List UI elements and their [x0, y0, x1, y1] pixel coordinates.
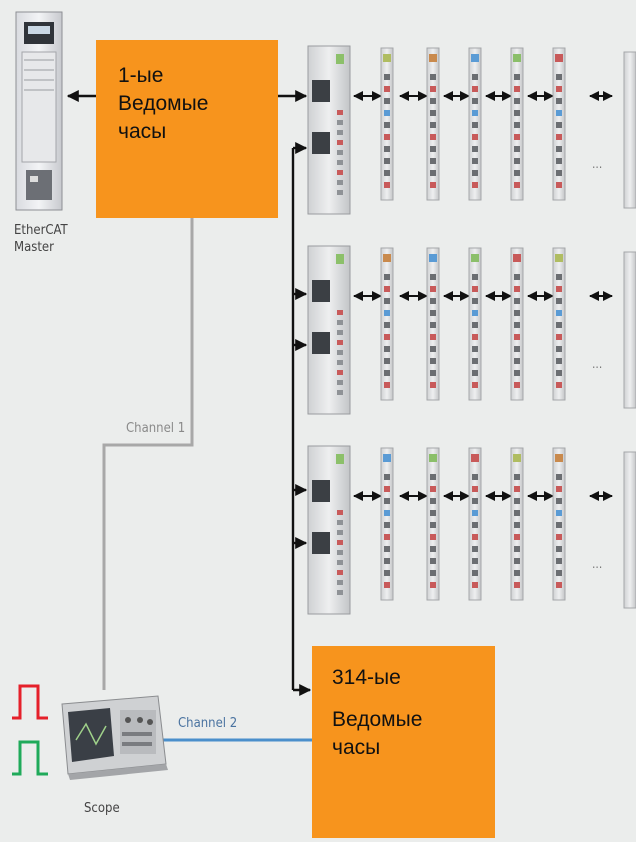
- callout-bottom-line2: Ведомые: [332, 708, 423, 731]
- scope-label: Scope: [84, 801, 120, 816]
- io-terminal-icon: [552, 247, 566, 401]
- io-terminal-icon: [510, 247, 524, 401]
- io-terminal-icon: [510, 47, 524, 201]
- master-label-line1: EtherCAT: [14, 223, 69, 238]
- io-terminal-icon: [380, 47, 394, 201]
- io-terminal-icon: [380, 447, 394, 601]
- ethercat-master-pc-icon: [15, 11, 63, 211]
- oscilloscope-icon: [61, 695, 168, 780]
- io-terminal-icon: [380, 247, 394, 401]
- ethercat-coupler-icon: [307, 45, 351, 215]
- io-terminal-icon: [468, 47, 482, 201]
- io-terminal-icon: [552, 47, 566, 201]
- io-terminal-icon: [623, 51, 636, 209]
- ethercat-coupler-icon: [307, 245, 351, 415]
- channel1-label: Channel 1: [126, 421, 185, 436]
- io-terminal-icon: [552, 447, 566, 601]
- io-terminal-icon: [468, 247, 482, 401]
- io-terminal-icon: [426, 447, 440, 601]
- ethercat-coupler-icon: [307, 445, 351, 615]
- ellipsis-text: ...: [592, 557, 602, 571]
- slave-rows: .........: [307, 45, 636, 615]
- callout-bottom-line1: 314-ые: [332, 666, 401, 689]
- ellipsis-text: ...: [592, 157, 602, 171]
- first-slave-callout: 1-ые Ведомые часы: [96, 40, 278, 218]
- channel2-label: Channel 2: [178, 716, 237, 731]
- square-pulse-icon: [12, 684, 48, 720]
- io-terminal-icon: [623, 451, 636, 609]
- callout-top-line1: 1-ые: [118, 64, 164, 87]
- io-terminal-icon: [426, 47, 440, 201]
- square-pulse-icon: [12, 740, 48, 776]
- callout-top-line2: Ведомые: [118, 92, 209, 115]
- master-label-line2: Master: [14, 240, 54, 255]
- callout-top-line3: часы: [118, 120, 167, 143]
- ellipsis-text: ...: [592, 357, 602, 371]
- slave-314-callout: 314-ые Ведомые часы: [312, 646, 495, 838]
- io-terminal-icon: [426, 247, 440, 401]
- io-terminal-icon: [510, 447, 524, 601]
- channel1-line: [102, 218, 194, 690]
- callout-bottom-line3: часы: [332, 736, 381, 759]
- io-terminal-icon: [468, 447, 482, 601]
- io-terminal-icon: [623, 251, 636, 409]
